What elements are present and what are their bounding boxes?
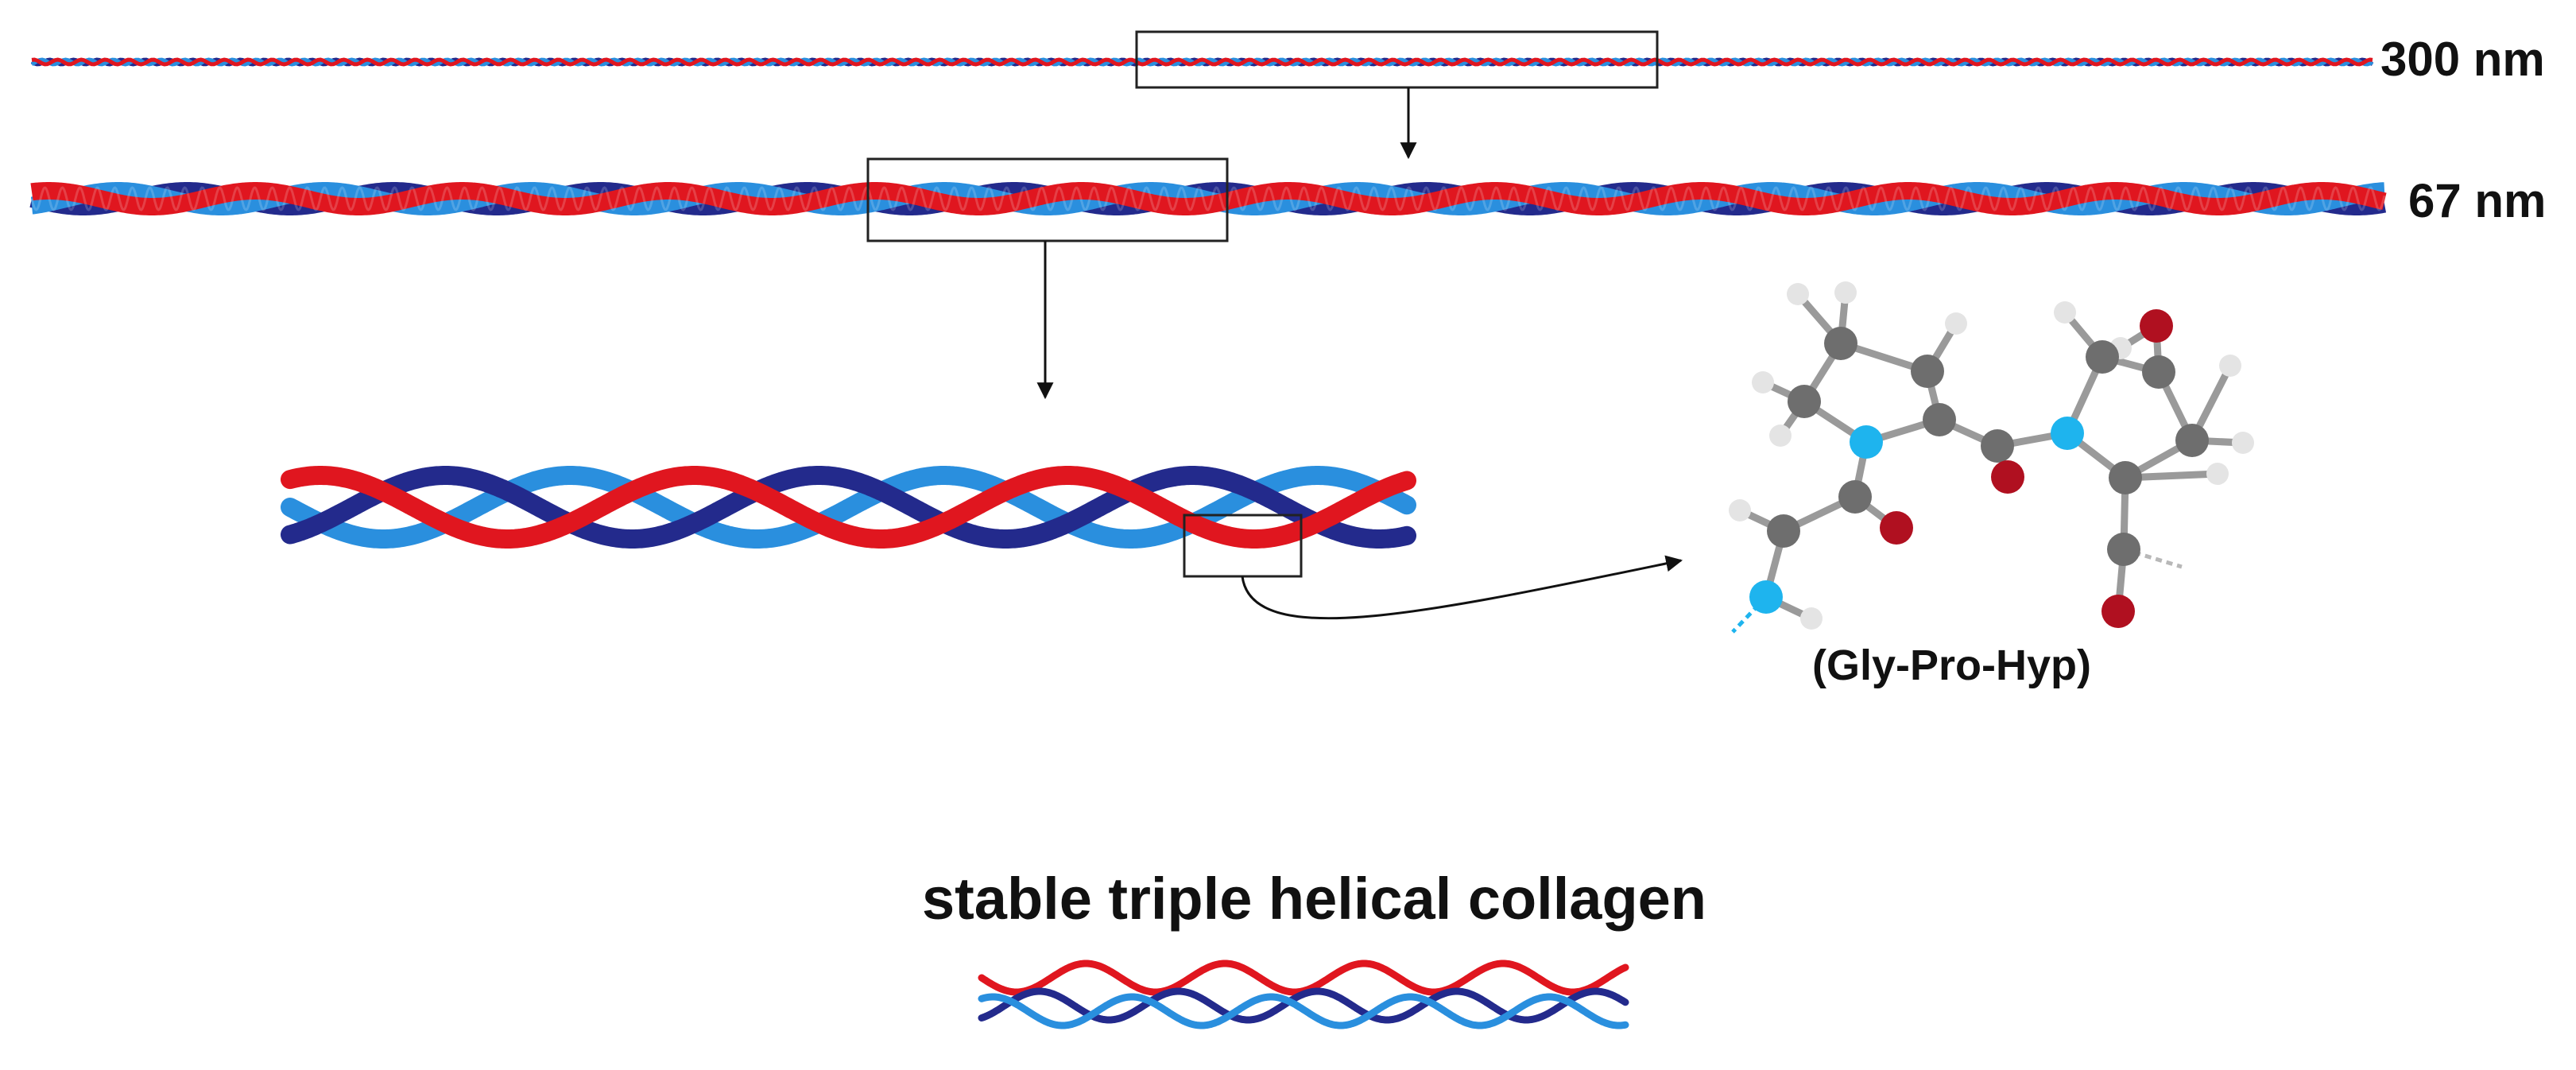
oxygen-atom	[1880, 511, 1913, 545]
carbon-atom	[1923, 403, 1956, 436]
hydrogen-atom	[2232, 432, 2254, 454]
zoom-arrows	[1036, 87, 1683, 620]
carbon-atom	[2109, 461, 2142, 494]
arrow-to-tripeptide	[1241, 555, 1683, 620]
zoom-frame-300nm	[1135, 30, 1659, 89]
icon-strand-red	[978, 960, 1629, 996]
collagen-segment-67nm	[29, 182, 2387, 215]
terminal-bond	[2123, 547, 2183, 569]
hydrogen-atom	[1945, 312, 1967, 335]
carbon-atom	[2086, 340, 2119, 374]
ribbon-strand-red	[281, 466, 1416, 549]
oxygen-atom	[2101, 595, 2135, 628]
hydrogen-atom	[1769, 425, 1792, 447]
triple-helix-ribbon-model	[281, 466, 1416, 549]
carbon-atom	[1981, 429, 2014, 463]
ribbon-strand-dark-blue	[281, 466, 1416, 549]
zoom-frame-67nm	[866, 157, 1229, 242]
nitrogen-atom	[1850, 425, 1883, 459]
carbon-atom	[1824, 327, 1857, 360]
carbon-atom	[1767, 514, 1800, 548]
gly-pro-hyp-ball-and-stick	[1729, 281, 2254, 634]
terminal-bond	[1731, 595, 1768, 634]
oxygen-atom	[1991, 460, 2024, 494]
nitrogen-atom	[1749, 580, 1783, 614]
length-label-300nm: 300 nm	[2380, 33, 2545, 86]
hydrogen-atom	[1800, 607, 1823, 630]
carbon-atom	[1838, 480, 1872, 514]
hydrogen-atom	[1787, 283, 1809, 305]
carbon-atom	[2142, 355, 2175, 389]
stable-triple-helix-icon	[978, 960, 1629, 1029]
nitrogen-atom	[2051, 417, 2084, 450]
carbon-atom	[1788, 385, 1821, 418]
length-label-67nm: 67 nm	[2408, 174, 2547, 227]
hydrogen-atom	[2054, 301, 2076, 324]
surface-texture	[30, 186, 2386, 211]
tripeptide-label: (Gly-Pro-Hyp)	[1812, 642, 2091, 689]
carbon-atom	[2107, 533, 2140, 566]
stable-helix-caption: stable triple helical collagen	[922, 866, 1707, 932]
icon-strand-light-blue	[978, 993, 1629, 1029]
carbon-atom	[1911, 355, 1944, 388]
strand-red	[30, 182, 2387, 215]
hydrogen-atom	[2219, 355, 2241, 377]
collagen-molecule-300nm	[30, 57, 2374, 67]
hydrogen-atom	[1752, 371, 1774, 393]
strand-red	[31, 57, 2373, 67]
hydrogen-atom	[2206, 463, 2229, 485]
carbon-atom	[2175, 424, 2209, 457]
hydrogen-atom	[1834, 281, 1857, 304]
ribbon-strand-light-blue	[281, 466, 1416, 549]
oxygen-atom	[2140, 309, 2173, 343]
hydrogen-atom	[1729, 499, 1751, 521]
